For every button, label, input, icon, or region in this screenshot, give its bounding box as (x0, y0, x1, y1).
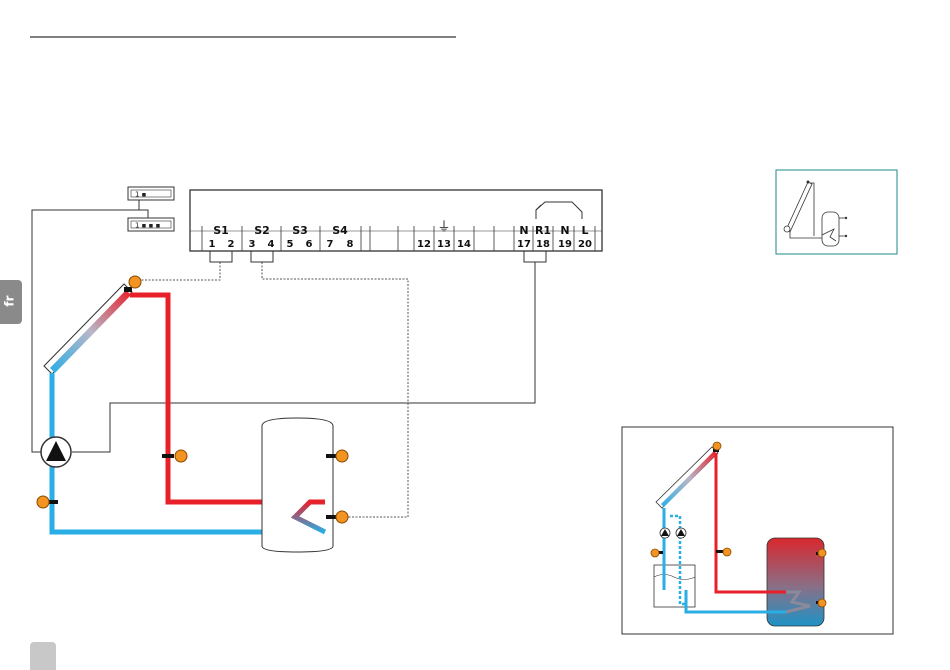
s1-bracket (210, 251, 232, 262)
connector-two-pin: 1 ▪ (128, 187, 174, 200)
terminal-group-label: L (581, 224, 588, 237)
terminal-group-label: N (519, 224, 528, 237)
collector-sensor-wire (135, 262, 220, 280)
connector-four-pin: 1 ▪ ▪ ▪ (128, 218, 174, 231)
terminal-brackets (210, 251, 546, 262)
s2-bracket (251, 251, 273, 262)
terminal-group-label: N (560, 224, 569, 237)
terminal-group-label: S2 (254, 224, 270, 237)
terminal-group-label: S3 (292, 224, 308, 237)
storage-tank (262, 418, 333, 552)
terminal-number: 1 (209, 239, 216, 250)
terminal-number: 12 (417, 239, 431, 250)
earth-ground-icon: ⏚ (437, 220, 450, 235)
terminal-number: 6 (306, 239, 313, 250)
r1-bracket (524, 251, 546, 262)
terminal-group-label: S4 (332, 224, 348, 237)
terminal-number: 14 (457, 239, 471, 250)
terminal-number: 2 (228, 239, 235, 250)
terminal-number: 20 (578, 239, 592, 250)
terminal-number: 8 (347, 239, 354, 250)
terminal-number: 5 (287, 239, 294, 250)
terminal-number: 4 (268, 239, 275, 250)
circulation-pump (41, 437, 71, 467)
terminal-number: 13 (437, 239, 451, 250)
terminal-group-label: R1 (535, 224, 551, 237)
connector-two-pin-label: 1 ▪ (135, 191, 147, 199)
terminal-number: 7 (327, 239, 334, 250)
collector-sensor (124, 276, 141, 292)
solar-collector (44, 284, 132, 374)
connector-four-pin-label: 1 ▪ ▪ ▪ (135, 222, 161, 230)
terminal-number: 17 (517, 239, 531, 250)
system-thumbnail-box (776, 170, 897, 254)
terminal-number: 19 (558, 239, 572, 250)
connector-link-wire (139, 200, 148, 218)
system-variant-box (622, 427, 893, 634)
collector-absorber (50, 290, 131, 373)
terminal-number: 18 (536, 239, 550, 250)
terminal-group-label: S1 (213, 224, 229, 237)
terminal-number: 3 (249, 239, 256, 250)
return-sensor (37, 496, 58, 508)
